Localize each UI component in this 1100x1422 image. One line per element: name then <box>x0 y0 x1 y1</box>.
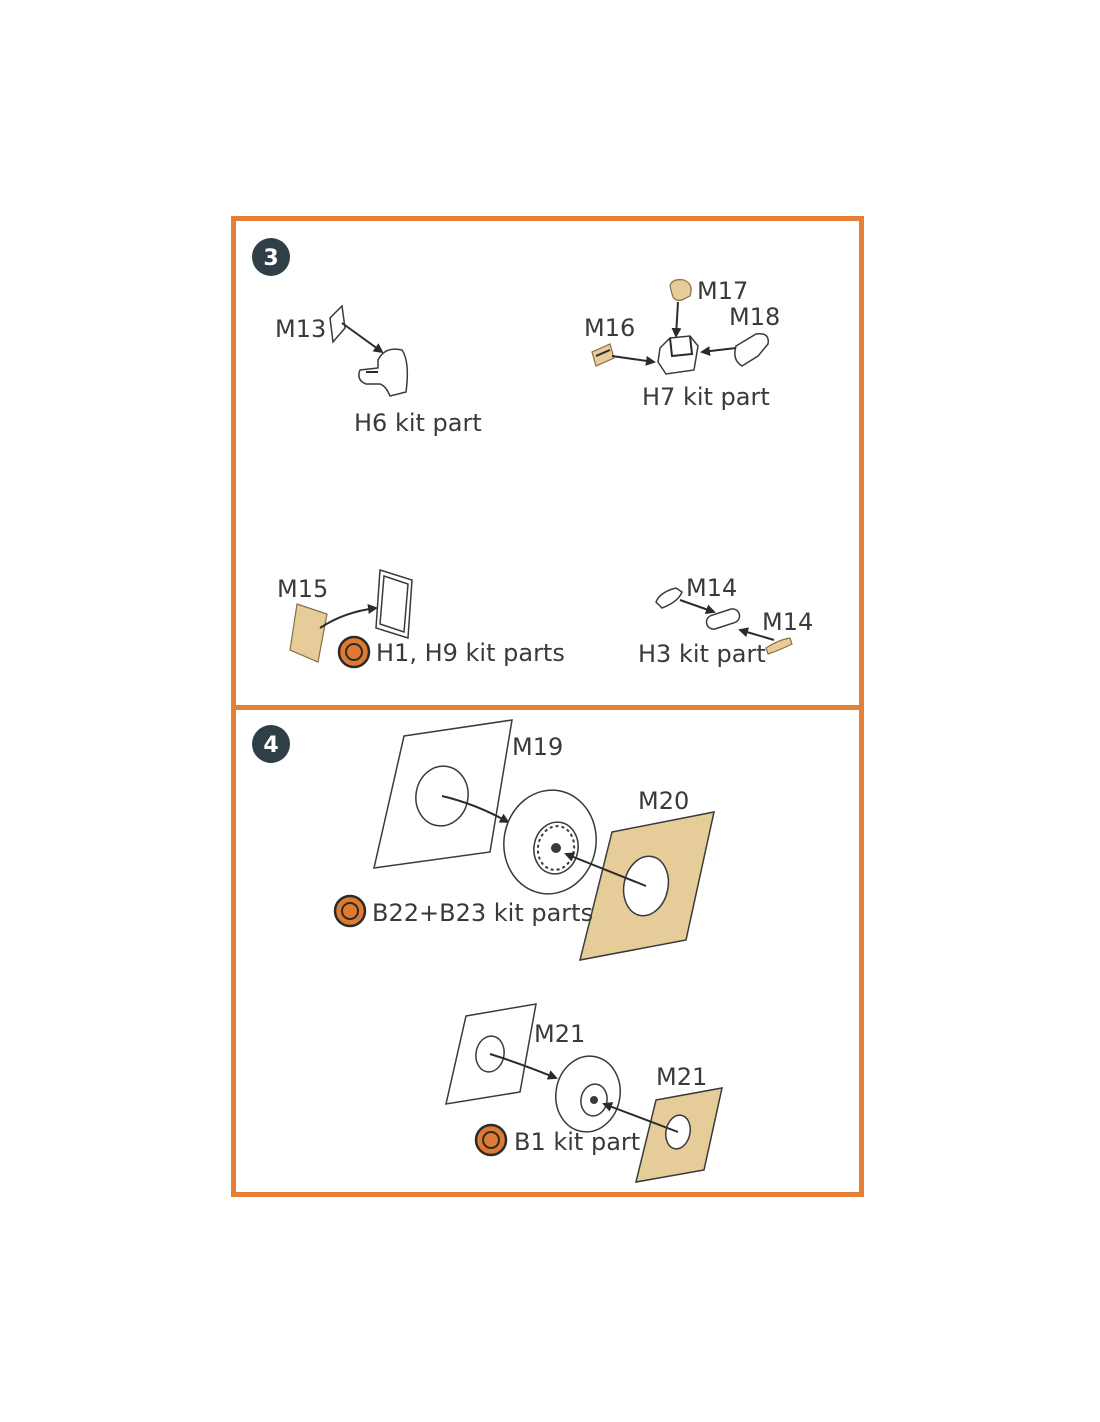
label-m20: M20 <box>638 787 689 815</box>
label-h1-h9: H1, H9 kit parts <box>376 639 565 667</box>
arrow-icon <box>564 852 647 887</box>
kit-part-icon <box>333 894 367 928</box>
small-wheel <box>555 1055 621 1133</box>
m14-part-right <box>765 637 793 655</box>
label-h6: H6 kit part <box>354 409 482 437</box>
arrow-icon <box>441 795 510 823</box>
arrow-icon <box>611 355 656 366</box>
step3-badge: 3 <box>252 238 290 276</box>
m16-part <box>591 343 615 367</box>
label-m14-left: M14 <box>686 574 737 602</box>
label-b22-b23: B22+B23 kit parts <box>372 899 593 927</box>
label-m13: M13 <box>275 315 326 343</box>
label-m14-right: M14 <box>762 608 813 636</box>
step4-badge: 4 <box>252 725 290 763</box>
arrow-icon <box>341 322 384 354</box>
label-h7: H7 kit part <box>642 383 770 411</box>
label-m18: M18 <box>729 303 780 331</box>
m15-part <box>289 603 328 663</box>
m18-part <box>734 332 769 367</box>
label-m17: M17 <box>697 277 748 305</box>
m14-part-left <box>655 587 683 609</box>
kit-part-icon <box>474 1123 508 1157</box>
m13-part <box>329 304 346 344</box>
h1-h9-kit-parts <box>375 569 413 639</box>
arrow-icon <box>489 1053 558 1080</box>
step4-number: 4 <box>263 733 278 758</box>
label-m21-right: M21 <box>656 1063 707 1091</box>
step4-frame <box>231 705 864 1197</box>
label-m21-left: M21 <box>534 1020 585 1048</box>
arrow-icon <box>319 604 378 629</box>
h7-kit-part <box>657 335 699 375</box>
label-m16: M16 <box>584 314 635 342</box>
h3-kit-part <box>705 608 741 630</box>
step3-number: 3 <box>263 246 278 271</box>
arrow-icon <box>700 346 737 357</box>
h6-kit-part <box>358 348 409 397</box>
arrow-icon <box>679 599 716 615</box>
label-b1: B1 kit part <box>514 1128 640 1156</box>
arrow-icon <box>602 1102 679 1133</box>
arrow-icon <box>738 627 775 641</box>
label-h3: H3 kit part <box>638 640 766 668</box>
large-wheel <box>503 789 597 895</box>
arrow-icon <box>671 301 682 338</box>
kit-part-icon <box>337 635 371 669</box>
label-m19: M19 <box>512 733 563 761</box>
label-m15: M15 <box>277 575 328 603</box>
m17-part <box>669 279 692 301</box>
